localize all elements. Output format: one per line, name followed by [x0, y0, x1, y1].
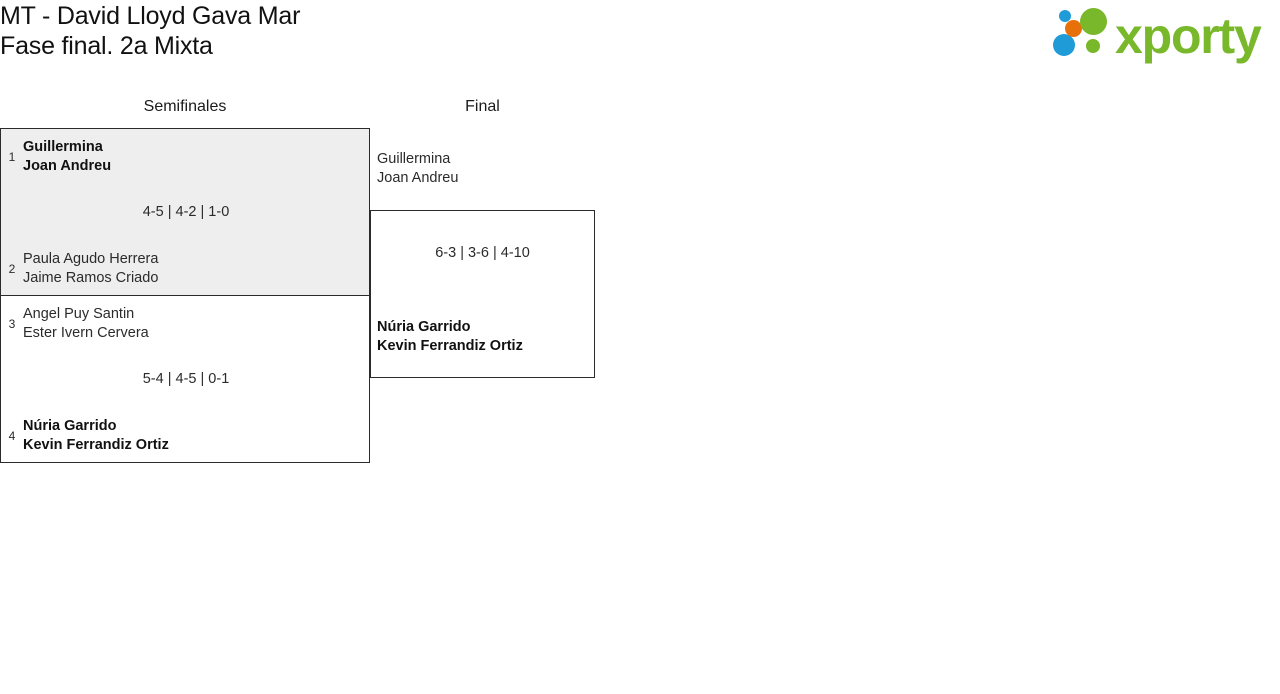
page-title: MT - David Lloyd Gava Mar Fase final. 2a…: [0, 2, 301, 60]
team-seed: 2: [8, 262, 16, 276]
team-row[interactable]: Guillermina Joan Andreu: [377, 150, 458, 188]
team-players: Angel Puy Santin Ester Ivern Cervera: [23, 306, 149, 341]
logo-wordmark: xporty: [1115, 8, 1262, 64]
team-seed: 1: [8, 150, 16, 164]
match-score: 5-4 | 4-5 | 0-1: [142, 371, 230, 387]
team-players: Núria Garrido Kevin Ferrandiz Ortiz: [23, 418, 169, 453]
team-players: Paula Agudo Herrera Jaime Ramos Criado: [23, 251, 159, 286]
page-header: MT - David Lloyd Gava Mar Fase final. 2a…: [0, 0, 1280, 80]
round-title-final: Final: [465, 98, 500, 115]
team-players: Núria Garrido Kevin Ferrandiz Ortiz: [377, 319, 523, 354]
logo-dots-icon: [1051, 8, 1117, 66]
match-card-semifinal-1[interactable]: 1 Guillermina Joan Andreu 4-5 | 4-2 | 1-…: [0, 128, 370, 296]
round-title-semifinales: Semifinales: [143, 98, 227, 115]
match-score: 6-3 | 3-6 | 4-10: [435, 245, 530, 261]
team-row[interactable]: 3 Angel Puy Santin Ester Ivern Cervera: [1, 305, 149, 343]
team-players: Guillermina Joan Andreu: [377, 151, 459, 186]
match-score: 4-5 | 4-2 | 1-0: [142, 204, 230, 220]
match-card-semifinal-2[interactable]: 3 Angel Puy Santin Ester Ivern Cervera 5…: [0, 295, 370, 463]
team-row[interactable]: 4 Núria Garrido Kevin Ferrandiz Ortiz: [1, 417, 169, 455]
match-card-final[interactable]: [370, 210, 595, 378]
team-seed: 4: [8, 429, 16, 443]
xporty-logo[interactable]: xporty: [1045, 5, 1273, 67]
team-seed: 3: [8, 317, 16, 331]
team-row[interactable]: 1 Guillermina Joan Andreu: [1, 138, 111, 176]
team-row[interactable]: 2 Paula Agudo Herrera Jaime Ramos Criado: [1, 250, 159, 288]
team-row[interactable]: Núria Garrido Kevin Ferrandiz Ortiz: [377, 318, 523, 356]
team-players: Guillermina Joan Andreu: [23, 139, 112, 174]
